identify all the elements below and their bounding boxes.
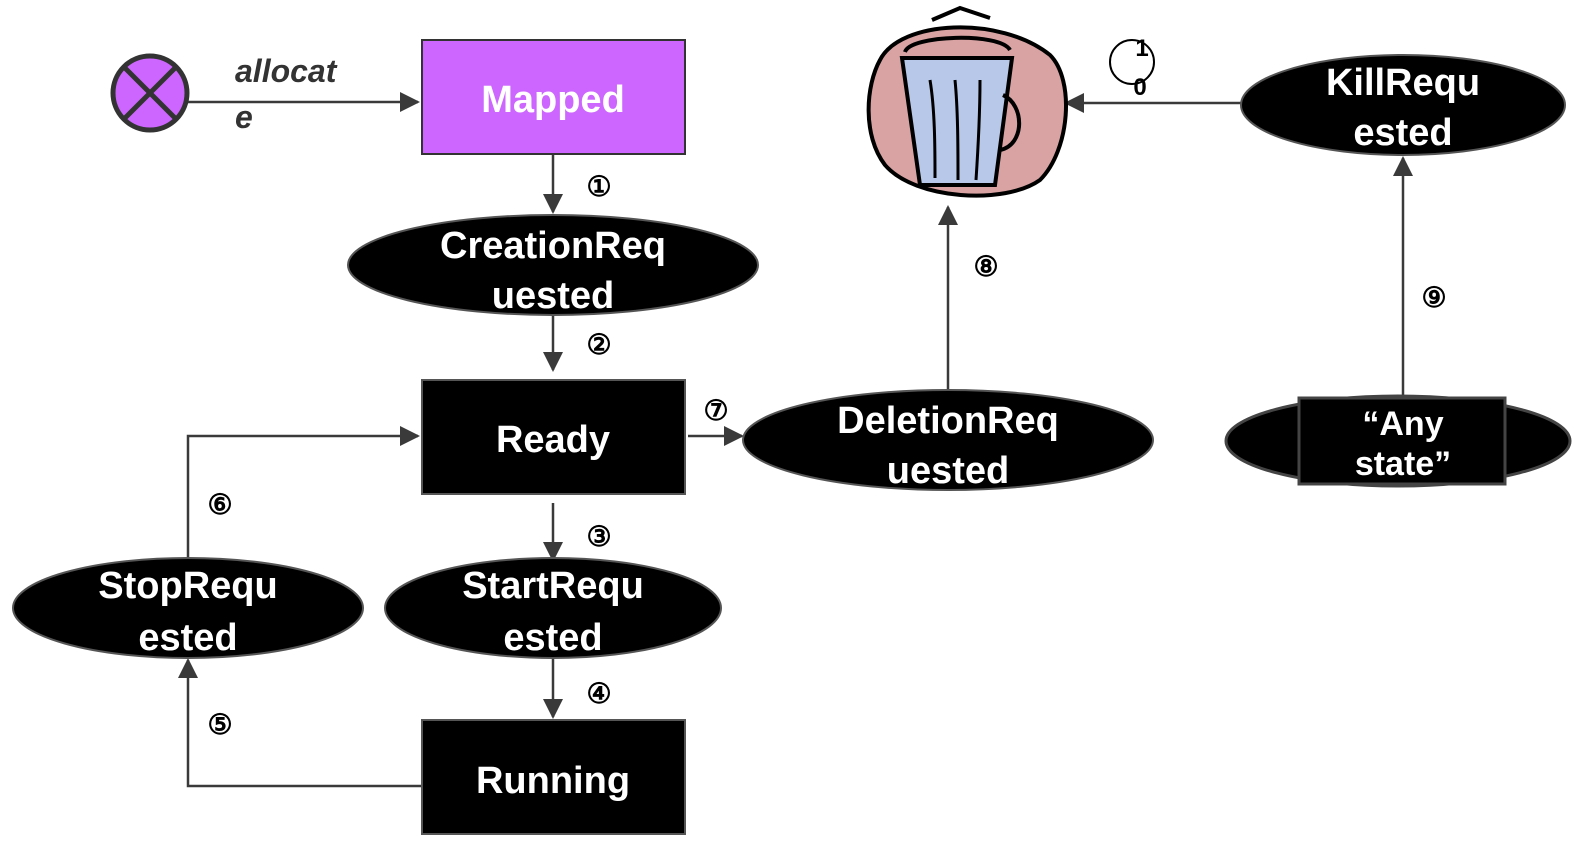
- state-kill-requested-label-2: ested: [1353, 112, 1452, 154]
- state-creation-requested-label-1: CreationReq: [440, 225, 666, 267]
- step-10-digit-2: 0: [1133, 74, 1146, 101]
- state-stop-requested-label-1: StopRequ: [98, 565, 277, 607]
- state-deletion-requested: [742, 389, 1154, 491]
- step-1: ①: [586, 171, 611, 202]
- state-mapped: [421, 39, 686, 155]
- state-running-label: Running: [476, 760, 630, 802]
- step-10: [1109, 39, 1155, 85]
- trash-can-icon: [866, 5, 1068, 198]
- state-ready-label: Ready: [496, 419, 610, 461]
- edge-label-allocate-line1: allocat: [235, 53, 338, 89]
- state-deletion-requested-label-1: DeletionReq: [837, 400, 1059, 442]
- edge-5: [178, 658, 422, 788]
- state-start-requested-label-1: StartRequ: [462, 565, 644, 607]
- step-10-digit-1: 1: [1135, 35, 1148, 62]
- state-any-label-1: “Any: [1362, 405, 1443, 443]
- state-kill-requested: [1240, 54, 1566, 156]
- edge-label-allocate-line2: e: [235, 99, 253, 135]
- state-kill-requested-label-1: KillRequ: [1326, 62, 1480, 104]
- state-any: [1224, 394, 1572, 488]
- state-creation-requested: [347, 214, 759, 316]
- state-mapped-label: Mapped: [481, 79, 625, 121]
- initial-state-icon: [110, 53, 190, 133]
- state-creation-requested-label-2: uested: [492, 275, 614, 317]
- step-9: ⑨: [1421, 282, 1446, 313]
- step-4: ④: [586, 678, 611, 709]
- state-start-requested: [384, 557, 722, 659]
- state-deletion-requested-label-2: uested: [887, 450, 1009, 492]
- state-start-requested-label-2: ested: [503, 617, 602, 659]
- state-stop-requested: [12, 557, 364, 659]
- step-2: ②: [586, 329, 611, 360]
- edge-6: [186, 426, 420, 560]
- state-stop-requested-label-2: ested: [138, 617, 237, 659]
- step-8: ⑧: [973, 251, 998, 282]
- step-6: ⑥: [207, 489, 232, 520]
- state-any-label-2: state”: [1355, 445, 1451, 483]
- step-3: ③: [586, 521, 611, 552]
- step-5: ⑤: [207, 709, 232, 740]
- state-ready: [421, 379, 686, 495]
- state-running: [421, 719, 686, 835]
- step-7: ⑦: [703, 395, 728, 426]
